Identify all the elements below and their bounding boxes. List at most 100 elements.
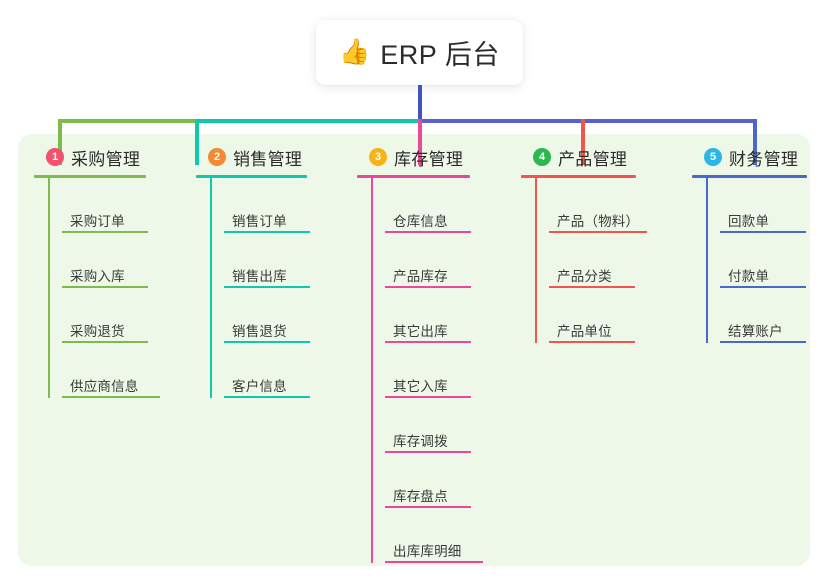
branch-column-2: 2 销售管理销售订单销售出库销售退货客户信息 — [196, 144, 310, 398]
page-title: ERP 后台 — [380, 40, 500, 70]
list-item-label: 采购退货 — [70, 324, 125, 339]
list-item[interactable]: 出库库明细 — [371, 508, 483, 563]
branch-column-5: 5 财务管理回款单付款单结算账户 — [692, 144, 807, 343]
list-item-underline — [385, 231, 471, 233]
list-item[interactable]: 结算账户 — [706, 288, 807, 343]
branch-underline — [34, 175, 146, 178]
list-item[interactable]: 销售出库 — [210, 233, 310, 288]
list-item-underline — [62, 341, 148, 343]
list-item-underline — [62, 286, 148, 288]
list-item-label: 销售订单 — [232, 214, 287, 229]
branch-item-list: 产品（物料） 产品分类产品单位 — [521, 178, 647, 343]
branch-item-list: 仓库信息产品库存其它出库其它入库库存调拨库存盘点出库库明细 — [357, 178, 483, 563]
branch-underline — [357, 175, 470, 178]
list-item-label: 产品分类 — [557, 269, 612, 284]
list-item[interactable]: 库存调拨 — [371, 398, 471, 453]
branch-title: 库存管理 — [394, 149, 464, 169]
branch-title: 财务管理 — [729, 149, 799, 169]
branch-header-3[interactable]: 3 库存管理 — [357, 144, 470, 170]
list-item-label: 客户信息 — [232, 379, 287, 394]
list-item[interactable]: 回款单 — [706, 178, 807, 233]
list-item[interactable]: 付款单 — [706, 233, 807, 288]
branch-spine — [706, 178, 708, 343]
list-item-underline — [224, 231, 310, 233]
list-item-underline — [549, 286, 635, 288]
list-item-label: 库存调拨 — [393, 434, 448, 449]
list-item[interactable]: 采购入库 — [48, 233, 148, 288]
branch-item-list: 回款单付款单结算账户 — [692, 178, 807, 343]
list-item-label: 出库库明细 — [393, 544, 462, 559]
list-item[interactable]: 客户信息 — [210, 343, 310, 398]
list-item-underline — [720, 286, 806, 288]
list-item-underline — [549, 341, 635, 343]
branch-title: 采购管理 — [71, 149, 141, 169]
list-item-label: 供应商信息 — [70, 379, 139, 394]
branch-header-1[interactable]: 1 采购管理 — [34, 144, 146, 170]
list-item-underline — [62, 231, 148, 233]
list-item[interactable]: 库存盘点 — [371, 453, 471, 508]
list-item[interactable]: 其它入库 — [371, 343, 471, 398]
list-item-label: 仓库信息 — [393, 214, 448, 229]
list-item[interactable]: 采购退货 — [48, 288, 148, 343]
branch-spine — [210, 178, 212, 398]
branch-badge-2: 2 — [208, 148, 226, 166]
list-item-underline — [720, 231, 806, 233]
list-item-label: 其它出库 — [393, 324, 448, 339]
list-item-underline — [385, 396, 471, 398]
list-item-label: 销售退货 — [232, 324, 287, 339]
list-item-label: 库存盘点 — [393, 489, 448, 504]
diagram-panel — [18, 134, 810, 566]
thumbs-up-icon: 👍 — [339, 38, 371, 66]
branch-item-list: 采购订单采购入库采购退货供应商信息 — [34, 178, 160, 398]
list-item-label: 销售出库 — [232, 269, 287, 284]
list-item-label: 采购入库 — [70, 269, 125, 284]
list-item-label: 回款单 — [728, 214, 770, 229]
list-item-label: 产品单位 — [557, 324, 612, 339]
list-item[interactable]: 产品（物料） — [535, 178, 647, 233]
list-item-underline — [385, 451, 471, 453]
list-item-underline — [224, 286, 310, 288]
list-item[interactable]: 其它出库 — [371, 288, 471, 343]
list-item[interactable]: 销售订单 — [210, 178, 310, 233]
branch-spine — [535, 178, 537, 343]
list-item-underline — [385, 561, 483, 563]
branch-title: 销售管理 — [233, 149, 303, 169]
list-item-underline — [720, 341, 806, 343]
list-item[interactable]: 产品库存 — [371, 233, 471, 288]
list-item[interactable]: 产品分类 — [535, 233, 639, 288]
list-item-underline — [385, 506, 471, 508]
list-item-underline — [224, 341, 310, 343]
branch-underline — [196, 175, 307, 178]
list-item[interactable]: 仓库信息 — [371, 178, 471, 233]
branch-badge-1: 1 — [46, 148, 64, 166]
list-item-label: 付款单 — [728, 269, 770, 284]
list-item[interactable]: 产品单位 — [535, 288, 639, 343]
branch-header-2[interactable]: 2 销售管理 — [196, 144, 307, 170]
branch-column-3: 3 库存管理仓库信息产品库存其它出库其它入库库存调拨库存盘点出库库明细 — [357, 144, 483, 563]
list-item-underline — [224, 396, 310, 398]
branch-header-5[interactable]: 5 财务管理 — [692, 144, 807, 170]
list-item-underline — [549, 231, 647, 233]
branch-badge-3: 3 — [369, 148, 387, 166]
list-item[interactable]: 供应商信息 — [48, 343, 160, 398]
list-item-label: 其它入库 — [393, 379, 448, 394]
branch-badge-4: 4 — [533, 148, 551, 166]
root-node[interactable]: 👍 ERP 后台 — [316, 20, 523, 85]
list-item-underline — [62, 396, 160, 398]
branch-spine — [371, 178, 373, 563]
branch-badge-5: 5 — [704, 148, 722, 166]
list-item[interactable]: 采购订单 — [48, 178, 148, 233]
branch-column-1: 1 采购管理采购订单采购入库采购退货供应商信息 — [34, 144, 160, 398]
list-item-underline — [385, 341, 471, 343]
branch-item-list: 销售订单销售出库销售退货客户信息 — [196, 178, 310, 398]
list-item-label: 结算账户 — [728, 324, 783, 339]
branch-underline — [521, 175, 636, 178]
branch-underline — [692, 175, 807, 178]
list-item-label: 采购订单 — [70, 214, 125, 229]
list-item-underline — [385, 286, 471, 288]
branch-spine — [48, 178, 50, 398]
list-item[interactable]: 销售退货 — [210, 288, 310, 343]
list-item-label: 产品库存 — [393, 269, 448, 284]
